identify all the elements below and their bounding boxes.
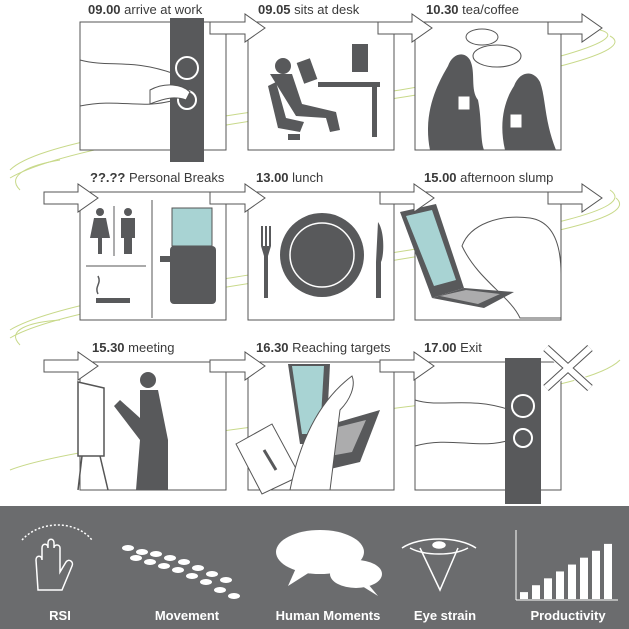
speech-bubbles-icon xyxy=(276,530,382,596)
bar-chart-icon xyxy=(515,530,618,601)
arrow-icon xyxy=(379,183,435,213)
door-panel-exit xyxy=(505,358,541,504)
panel-reaching-targets xyxy=(235,361,395,495)
productivity-bar xyxy=(580,557,588,599)
flow-arrows xyxy=(43,13,603,381)
arrow-icon xyxy=(379,351,435,381)
panel-afternoon-slump xyxy=(400,191,562,321)
label-rsi: RSI xyxy=(49,608,71,623)
panel-title-tea-coffee: 10.30 tea/coffee xyxy=(426,2,520,17)
productivity-bar xyxy=(556,571,564,599)
productivity-bar xyxy=(544,578,552,599)
panel-title-exit: 17.00 Exit xyxy=(424,340,482,355)
label-human-moments: Human Moments xyxy=(275,608,381,623)
productivity-bar xyxy=(532,585,540,599)
arrow-icon xyxy=(209,351,266,381)
eye-icon xyxy=(401,538,477,592)
productivity-bar xyxy=(592,550,600,599)
panel-title-arrive-at-work: 09.00 arrive at work xyxy=(88,2,203,17)
panel-title-reaching-targets: 16.30 Reaching targets xyxy=(256,340,391,355)
arrow-icon xyxy=(209,13,266,43)
arrow-icon xyxy=(377,13,433,43)
panel-personal-breaks xyxy=(79,191,227,321)
panel-title-meeting: 15.30 meeting xyxy=(92,340,175,355)
panel-meeting xyxy=(77,361,227,491)
panel-arrive-at-work xyxy=(79,18,227,162)
productivity-bar xyxy=(520,592,528,599)
arrow-icon xyxy=(209,183,266,213)
panel-sits-at-desk xyxy=(247,21,395,151)
footprints-icon xyxy=(122,545,240,599)
productivity-bar xyxy=(604,543,612,599)
panel-title-sits-at-desk: 09.05 sits at desk xyxy=(258,2,360,17)
arrow-icon xyxy=(43,183,99,213)
label-eye-strain: Eye strain xyxy=(413,608,477,623)
label-productivity: Productivity xyxy=(530,608,606,623)
label-movement: Movement xyxy=(154,608,220,623)
panel-title-afternoon-slump: 15.00 afternoon slump xyxy=(424,170,554,185)
bottom-bar: RSI Movement Human Moments Eye strain Pr… xyxy=(0,506,629,629)
arrow-icon xyxy=(547,13,603,43)
arrow-icon xyxy=(547,183,603,213)
panel-title-lunch: 13.00 lunch xyxy=(256,170,324,185)
arrow-icon xyxy=(43,351,99,381)
hand-icon xyxy=(21,524,93,591)
productivity-bar xyxy=(568,564,576,599)
panel-tea-coffee xyxy=(414,21,562,151)
panel-title-personal-breaks: ??.?? Personal Breaks xyxy=(90,170,225,185)
panel-lunch xyxy=(247,191,395,321)
panel-exit xyxy=(414,344,594,504)
